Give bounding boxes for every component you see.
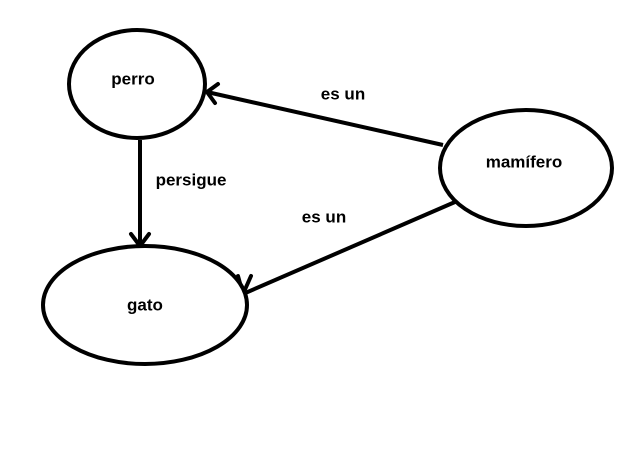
- edge-label-mamifero-perro: es un: [321, 84, 365, 103]
- node-gato-label: gato: [127, 295, 163, 314]
- edge-mamifero-es-un-gato: [236, 200, 456, 296]
- arrowhead-perro: [205, 82, 220, 105]
- edge-line-mamifero-gato: [242, 200, 456, 296]
- node-gato: gato: [41, 244, 249, 366]
- edge-label-perro-gato: persigue: [156, 170, 227, 189]
- edge-line-mamifero-perro: [206, 90, 444, 147]
- node-perro: perro: [67, 28, 207, 140]
- node-perro-label: perro: [111, 69, 154, 88]
- edge-mamifero-es-un-perro: [205, 82, 444, 147]
- node-gato-ellipse: [41, 244, 249, 366]
- node-perro-ellipse: [67, 28, 207, 140]
- edge-label-mamifero-gato: es un: [302, 207, 346, 226]
- node-mamifero-label: mamífero: [486, 152, 563, 171]
- node-mamifero: mamífero: [438, 108, 614, 228]
- node-mamifero-ellipse: [438, 108, 614, 228]
- edge-perro-persigue-gato: [129, 140, 151, 248]
